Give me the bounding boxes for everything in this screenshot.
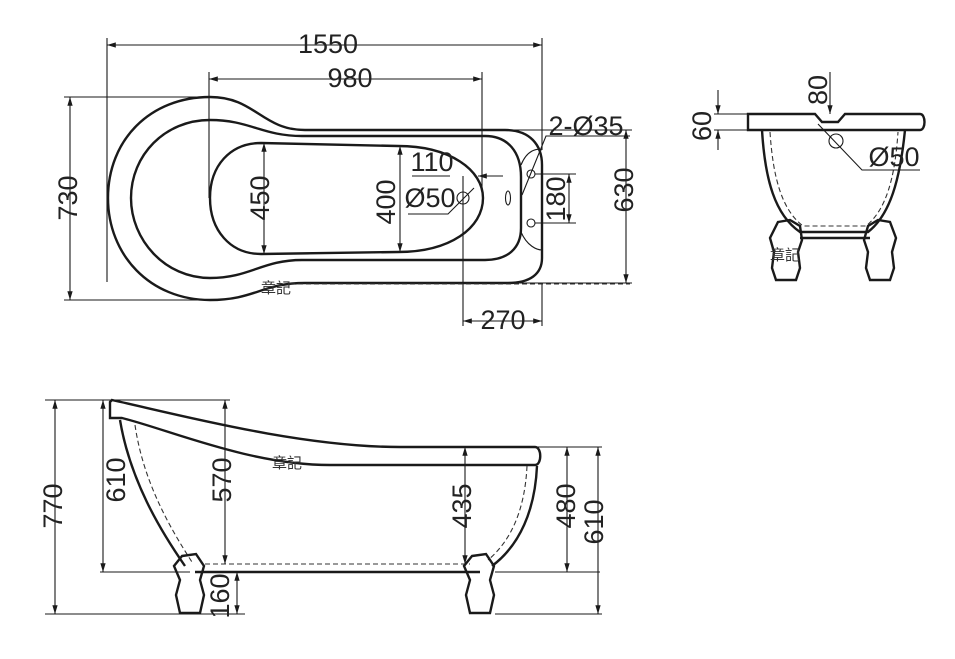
- side-body-left: [118, 419, 186, 567]
- overflow-hole-icon: [828, 133, 844, 149]
- dim-tap-holes: 2-Ø35: [548, 111, 623, 141]
- dim-drain-to-end: 270: [480, 305, 525, 335]
- dim-rim-width: 630: [609, 167, 639, 212]
- dim-total-height: 770: [38, 483, 68, 528]
- claw-foot-icon: [172, 552, 206, 615]
- tap-deck-arc: [520, 148, 543, 251]
- dim-basin-length: 980: [327, 63, 372, 93]
- top-view: 1550 980 730 450 400 110 Ø50 2-Ø35 180: [53, 29, 639, 335]
- claw-foot-icon: [862, 218, 898, 282]
- end-rim: [746, 112, 926, 132]
- dim-overflow-offset: 80: [803, 75, 833, 105]
- dim-inner-depth-foot: 435: [447, 483, 477, 528]
- dim-drain-offset: 110: [410, 147, 453, 177]
- dim-drain-diameter: Ø50: [404, 183, 455, 213]
- side-rim: [108, 398, 542, 467]
- dim-inner-depth-head: 570: [207, 457, 237, 502]
- watermark: 章記: [770, 246, 800, 264]
- dim-overall-width: 730: [53, 175, 83, 220]
- tub-inner-rim: [129, 118, 523, 280]
- overflow-hole-icon: [504, 190, 512, 206]
- dim-rim-height: 60: [687, 111, 717, 141]
- watermark: 章記: [261, 279, 291, 297]
- dim-tap-spacing: 180: [541, 176, 571, 221]
- watermark: 章記: [272, 454, 302, 472]
- dim-basin-width-foot: 400: [371, 179, 401, 224]
- basin-outline: [208, 141, 485, 256]
- tub-outer-outline: [106, 95, 544, 302]
- claw-foot-icon: [768, 218, 804, 282]
- side-view: 770 610 570 160 435 480 610 章記: [38, 398, 609, 619]
- end-body: [760, 129, 907, 234]
- dim-overflow-diameter: Ø50: [868, 142, 919, 172]
- dim-body-height-foot: 480: [551, 483, 581, 528]
- dim-overall-length: 1550: [298, 29, 358, 59]
- dim-rim-height-foot: 610: [579, 499, 609, 544]
- dim-foot-height: 160: [205, 573, 235, 618]
- dim-body-height-head: 610: [101, 457, 131, 502]
- end-view: 60 80 Ø50 章記: [687, 72, 926, 282]
- claw-foot-icon: [462, 552, 496, 615]
- side-body-right: [491, 465, 539, 567]
- tap-hole-icon: [526, 218, 536, 228]
- dim-basin-width-head: 450: [245, 175, 275, 220]
